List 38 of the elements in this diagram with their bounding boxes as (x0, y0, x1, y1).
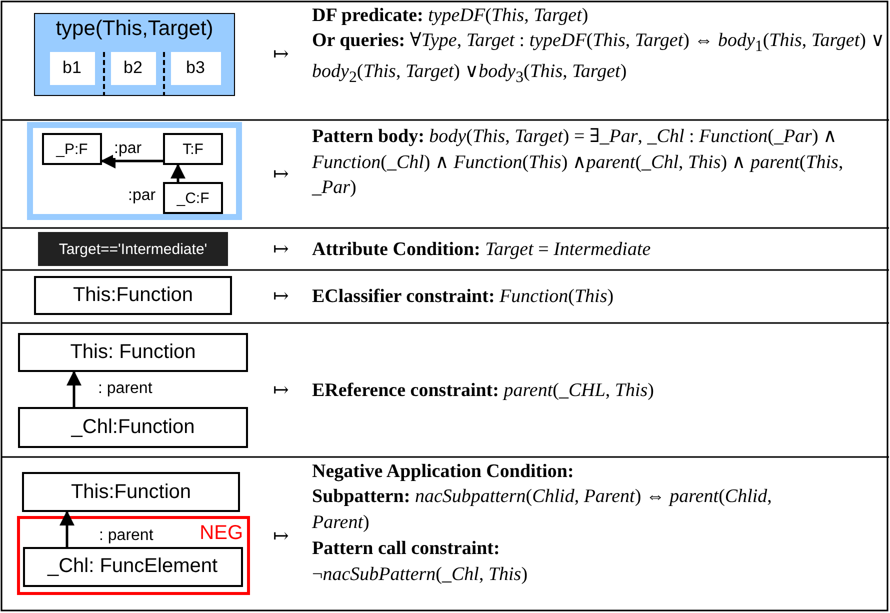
class-box: _P:F (42, 133, 102, 165)
formula-text: Pattern call constraint: ¬nacSubPattern(_Chl, This) (312, 537, 529, 586)
class-box: _Chl: FuncElement (22, 546, 242, 586)
formula-text: Or queries: ∀Type, Target : typeDF(This, Target) ⇔ body$_{1}$(This, Target) ∨ body$_{2}$(This, Target) ∨body$_{3}$(This, Target) (312, 29, 885, 88)
formula-text: Attribute Condition: Target = Intermediate (312, 238, 652, 262)
formula-text: Pattern body: body(This, Target) = ∃_Par, _Chl : Function(_Par) ∧ Function(_Chl) ∧ Function(This) ∧parent(_Chl, This) ∧ parent(This, _Par) (312, 125, 844, 200)
arrow (100, 154, 163, 168)
class-box: T:F (163, 133, 223, 165)
query-box (34, 13, 235, 96)
maps-to-symbol: ↦ (273, 43, 289, 67)
negative-condition-box (17, 516, 250, 595)
class-box: This:Function (22, 472, 240, 512)
class-box: This: Function (18, 333, 248, 372)
formula-text: Subpattern: nacSubpattern(Chlid, Parent) ⇔ parent(Chlid, Parent) (312, 485, 773, 534)
class-box: This:Function (34, 276, 232, 315)
formula-text: Negative Application Condition: (312, 460, 575, 484)
maps-to-symbol: ↦ (273, 525, 289, 549)
arrow (60, 510, 74, 547)
attribute-condition-box: Target=='Intermediate' (38, 232, 228, 266)
maps-to-symbol: ↦ (273, 163, 289, 187)
negation-label: NEG (200, 523, 243, 543)
maps-to-symbol: ↦ (273, 379, 289, 403)
pattern-panel (27, 122, 242, 220)
arrow (170, 164, 186, 182)
class-box: _Chl:Function (18, 407, 248, 448)
edge-label: : parent (98, 527, 154, 545)
body-box: b3 (170, 52, 220, 84)
body-box: b1 (50, 52, 94, 84)
maps-to-symbol: ↦ (273, 285, 289, 309)
formula-text: DF predicate: typeDF(This, Target) (312, 4, 590, 28)
class-box: _C:F (163, 182, 223, 214)
arrow (66, 370, 82, 407)
edge-label: : parent (97, 380, 154, 398)
query-signature: type(This,Target) (54, 16, 214, 42)
body-box: b2 (110, 52, 156, 84)
formula-text: EReference constraint: parent(_CHL, This) (312, 379, 655, 403)
formula-text: EClassifier constraint: Function(This) (312, 285, 615, 309)
maps-to-symbol: ↦ (273, 238, 289, 262)
